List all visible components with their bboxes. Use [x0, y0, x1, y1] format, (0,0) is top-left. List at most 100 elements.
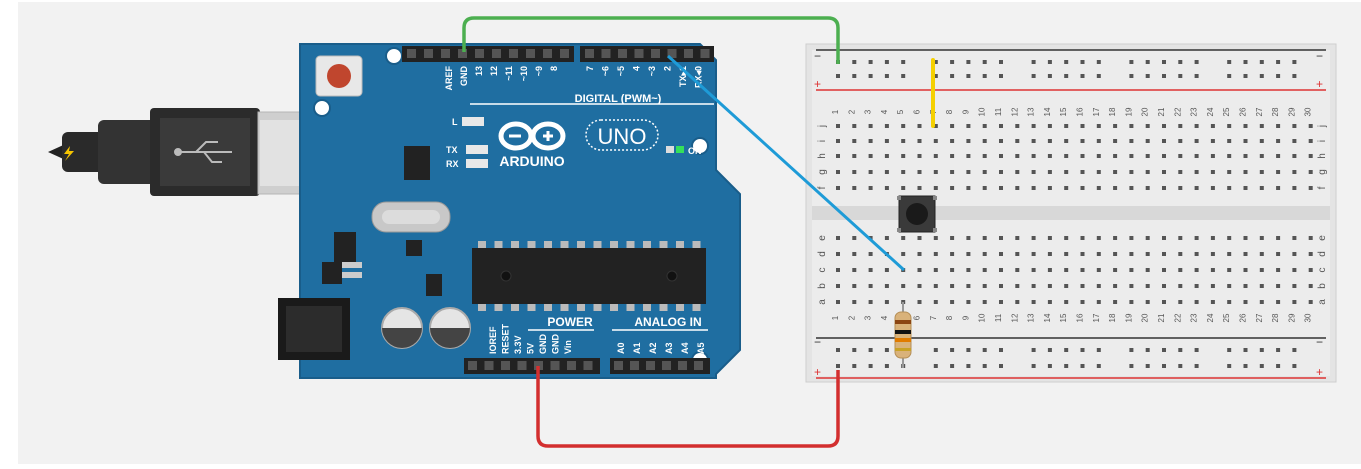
breadboard-hole[interactable]	[1308, 170, 1313, 174]
breadboard-hole[interactable]	[1194, 74, 1199, 78]
breadboard-hole[interactable]	[966, 268, 971, 272]
breadboard-hole[interactable]	[1276, 252, 1281, 256]
breadboard-hole[interactable]	[1259, 364, 1264, 368]
breadboard-hole[interactable]	[1145, 186, 1150, 190]
breadboard-hole[interactable]	[1047, 268, 1052, 272]
breadboard-hole[interactable]	[836, 252, 840, 256]
breadboard-hole[interactable]	[1096, 124, 1101, 128]
breadboard-hole[interactable]	[1178, 348, 1183, 352]
breadboard-hole[interactable]	[1064, 60, 1069, 64]
breadboard-hole[interactable]	[901, 139, 906, 143]
breadboard-hole[interactable]	[950, 348, 955, 352]
header-pin[interactable]	[651, 49, 660, 58]
breadboard-hole[interactable]	[1227, 348, 1232, 352]
breadboard-hole[interactable]	[1194, 139, 1199, 143]
breadboard-hole[interactable]	[999, 284, 1003, 288]
breadboard-hole[interactable]	[950, 236, 955, 240]
pushbutton[interactable]	[897, 195, 937, 233]
breadboard-hole[interactable]	[966, 170, 971, 174]
breadboard-hole[interactable]	[1129, 284, 1134, 288]
breadboard-hole[interactable]	[1080, 348, 1085, 352]
breadboard-hole[interactable]	[1227, 170, 1232, 174]
breadboard-hole[interactable]	[1292, 268, 1297, 272]
breadboard-hole[interactable]	[1129, 139, 1134, 143]
breadboard-hole[interactable]	[1227, 236, 1232, 240]
breadboard-hole[interactable]	[966, 364, 971, 368]
breadboard-hole[interactable]	[982, 236, 987, 240]
breadboard-hole[interactable]	[1292, 60, 1297, 64]
header-pin[interactable]	[567, 361, 576, 370]
breadboard-hole[interactable]	[1243, 124, 1248, 128]
breadboard-hole[interactable]	[1145, 60, 1150, 64]
breadboard-hole[interactable]	[1308, 236, 1313, 240]
breadboard-hole[interactable]	[901, 60, 906, 64]
breadboard-hole[interactable]	[1080, 186, 1085, 190]
breadboard-hole[interactable]	[868, 252, 873, 256]
header-pin[interactable]	[585, 49, 594, 58]
header-pin[interactable]	[634, 49, 644, 58]
breadboard-hole[interactable]	[999, 300, 1003, 304]
breadboard-hole[interactable]	[982, 170, 987, 174]
breadboard-hole[interactable]	[884, 364, 889, 368]
breadboard-hole[interactable]	[1292, 284, 1297, 288]
breadboard-hole[interactable]	[966, 348, 971, 352]
breadboard-hole[interactable]	[1178, 268, 1183, 272]
breadboard-hole[interactable]	[1276, 236, 1281, 240]
breadboard-hole[interactable]	[1227, 154, 1232, 158]
breadboard-hole[interactable]	[1031, 300, 1036, 304]
breadboard-hole[interactable]	[868, 300, 873, 304]
breadboard-hole[interactable]	[1227, 364, 1232, 368]
breadboard-hole[interactable]	[1276, 268, 1281, 272]
header-pin[interactable]	[441, 49, 450, 58]
breadboard-hole[interactable]	[1080, 60, 1085, 64]
breadboard[interactable]: − − + + − − + + 112233445566778899101011…	[805, 43, 1337, 383]
breadboard-hole[interactable]	[1047, 252, 1052, 256]
breadboard-hole[interactable]	[884, 170, 889, 174]
breadboard-hole[interactable]	[1292, 139, 1297, 143]
header-pin[interactable]	[509, 49, 518, 58]
header-pin[interactable]	[630, 361, 639, 370]
header-pin[interactable]	[458, 49, 467, 58]
breadboard-hole[interactable]	[1227, 139, 1232, 143]
breadboard-hole[interactable]	[999, 170, 1003, 174]
breadboard-hole[interactable]	[982, 154, 987, 158]
breadboard-hole[interactable]	[1194, 124, 1199, 128]
breadboard-hole[interactable]	[1194, 60, 1199, 64]
breadboard-hole[interactable]	[1308, 252, 1313, 256]
breadboard-hole[interactable]	[1047, 154, 1052, 158]
breadboard-hole[interactable]	[1210, 154, 1215, 158]
breadboard-hole[interactable]	[1129, 124, 1134, 128]
breadboard-hole[interactable]	[836, 300, 840, 304]
breadboard-hole[interactable]	[1194, 170, 1199, 174]
breadboard-hole[interactable]	[884, 186, 889, 190]
breadboard-hole[interactable]	[966, 74, 971, 78]
breadboard-hole[interactable]	[1276, 364, 1281, 368]
breadboard-hole[interactable]	[852, 124, 857, 128]
header-pin[interactable]	[560, 49, 569, 58]
breadboard-hole[interactable]	[1210, 300, 1215, 304]
breadboard-hole[interactable]	[1178, 300, 1183, 304]
breadboard-hole[interactable]	[1080, 154, 1085, 158]
breadboard-hole[interactable]	[1292, 300, 1297, 304]
breadboard-hole[interactable]	[1047, 60, 1052, 64]
breadboard-hole[interactable]	[868, 74, 873, 78]
breadboard-hole[interactable]	[1096, 348, 1101, 352]
breadboard-hole[interactable]	[1080, 124, 1085, 128]
breadboard-hole[interactable]	[1064, 364, 1069, 368]
breadboard-hole[interactable]	[966, 252, 971, 256]
header-pin[interactable]	[618, 49, 627, 58]
breadboard-hole[interactable]	[933, 348, 938, 352]
breadboard-hole[interactable]	[836, 186, 840, 190]
breadboard-hole[interactable]	[1113, 300, 1118, 304]
breadboard-hole[interactable]	[1129, 364, 1134, 368]
breadboard-hole[interactable]	[1178, 139, 1183, 143]
breadboard-hole[interactable]	[982, 186, 987, 190]
breadboard-hole[interactable]	[1096, 236, 1101, 240]
breadboard-hole[interactable]	[999, 154, 1003, 158]
breadboard-hole[interactable]	[1129, 170, 1134, 174]
breadboard-hole[interactable]	[950, 74, 955, 78]
breadboard-hole[interactable]	[1015, 154, 1020, 158]
breadboard-hole[interactable]	[1129, 186, 1134, 190]
breadboard-hole[interactable]	[852, 348, 857, 352]
breadboard-hole[interactable]	[1259, 60, 1264, 64]
